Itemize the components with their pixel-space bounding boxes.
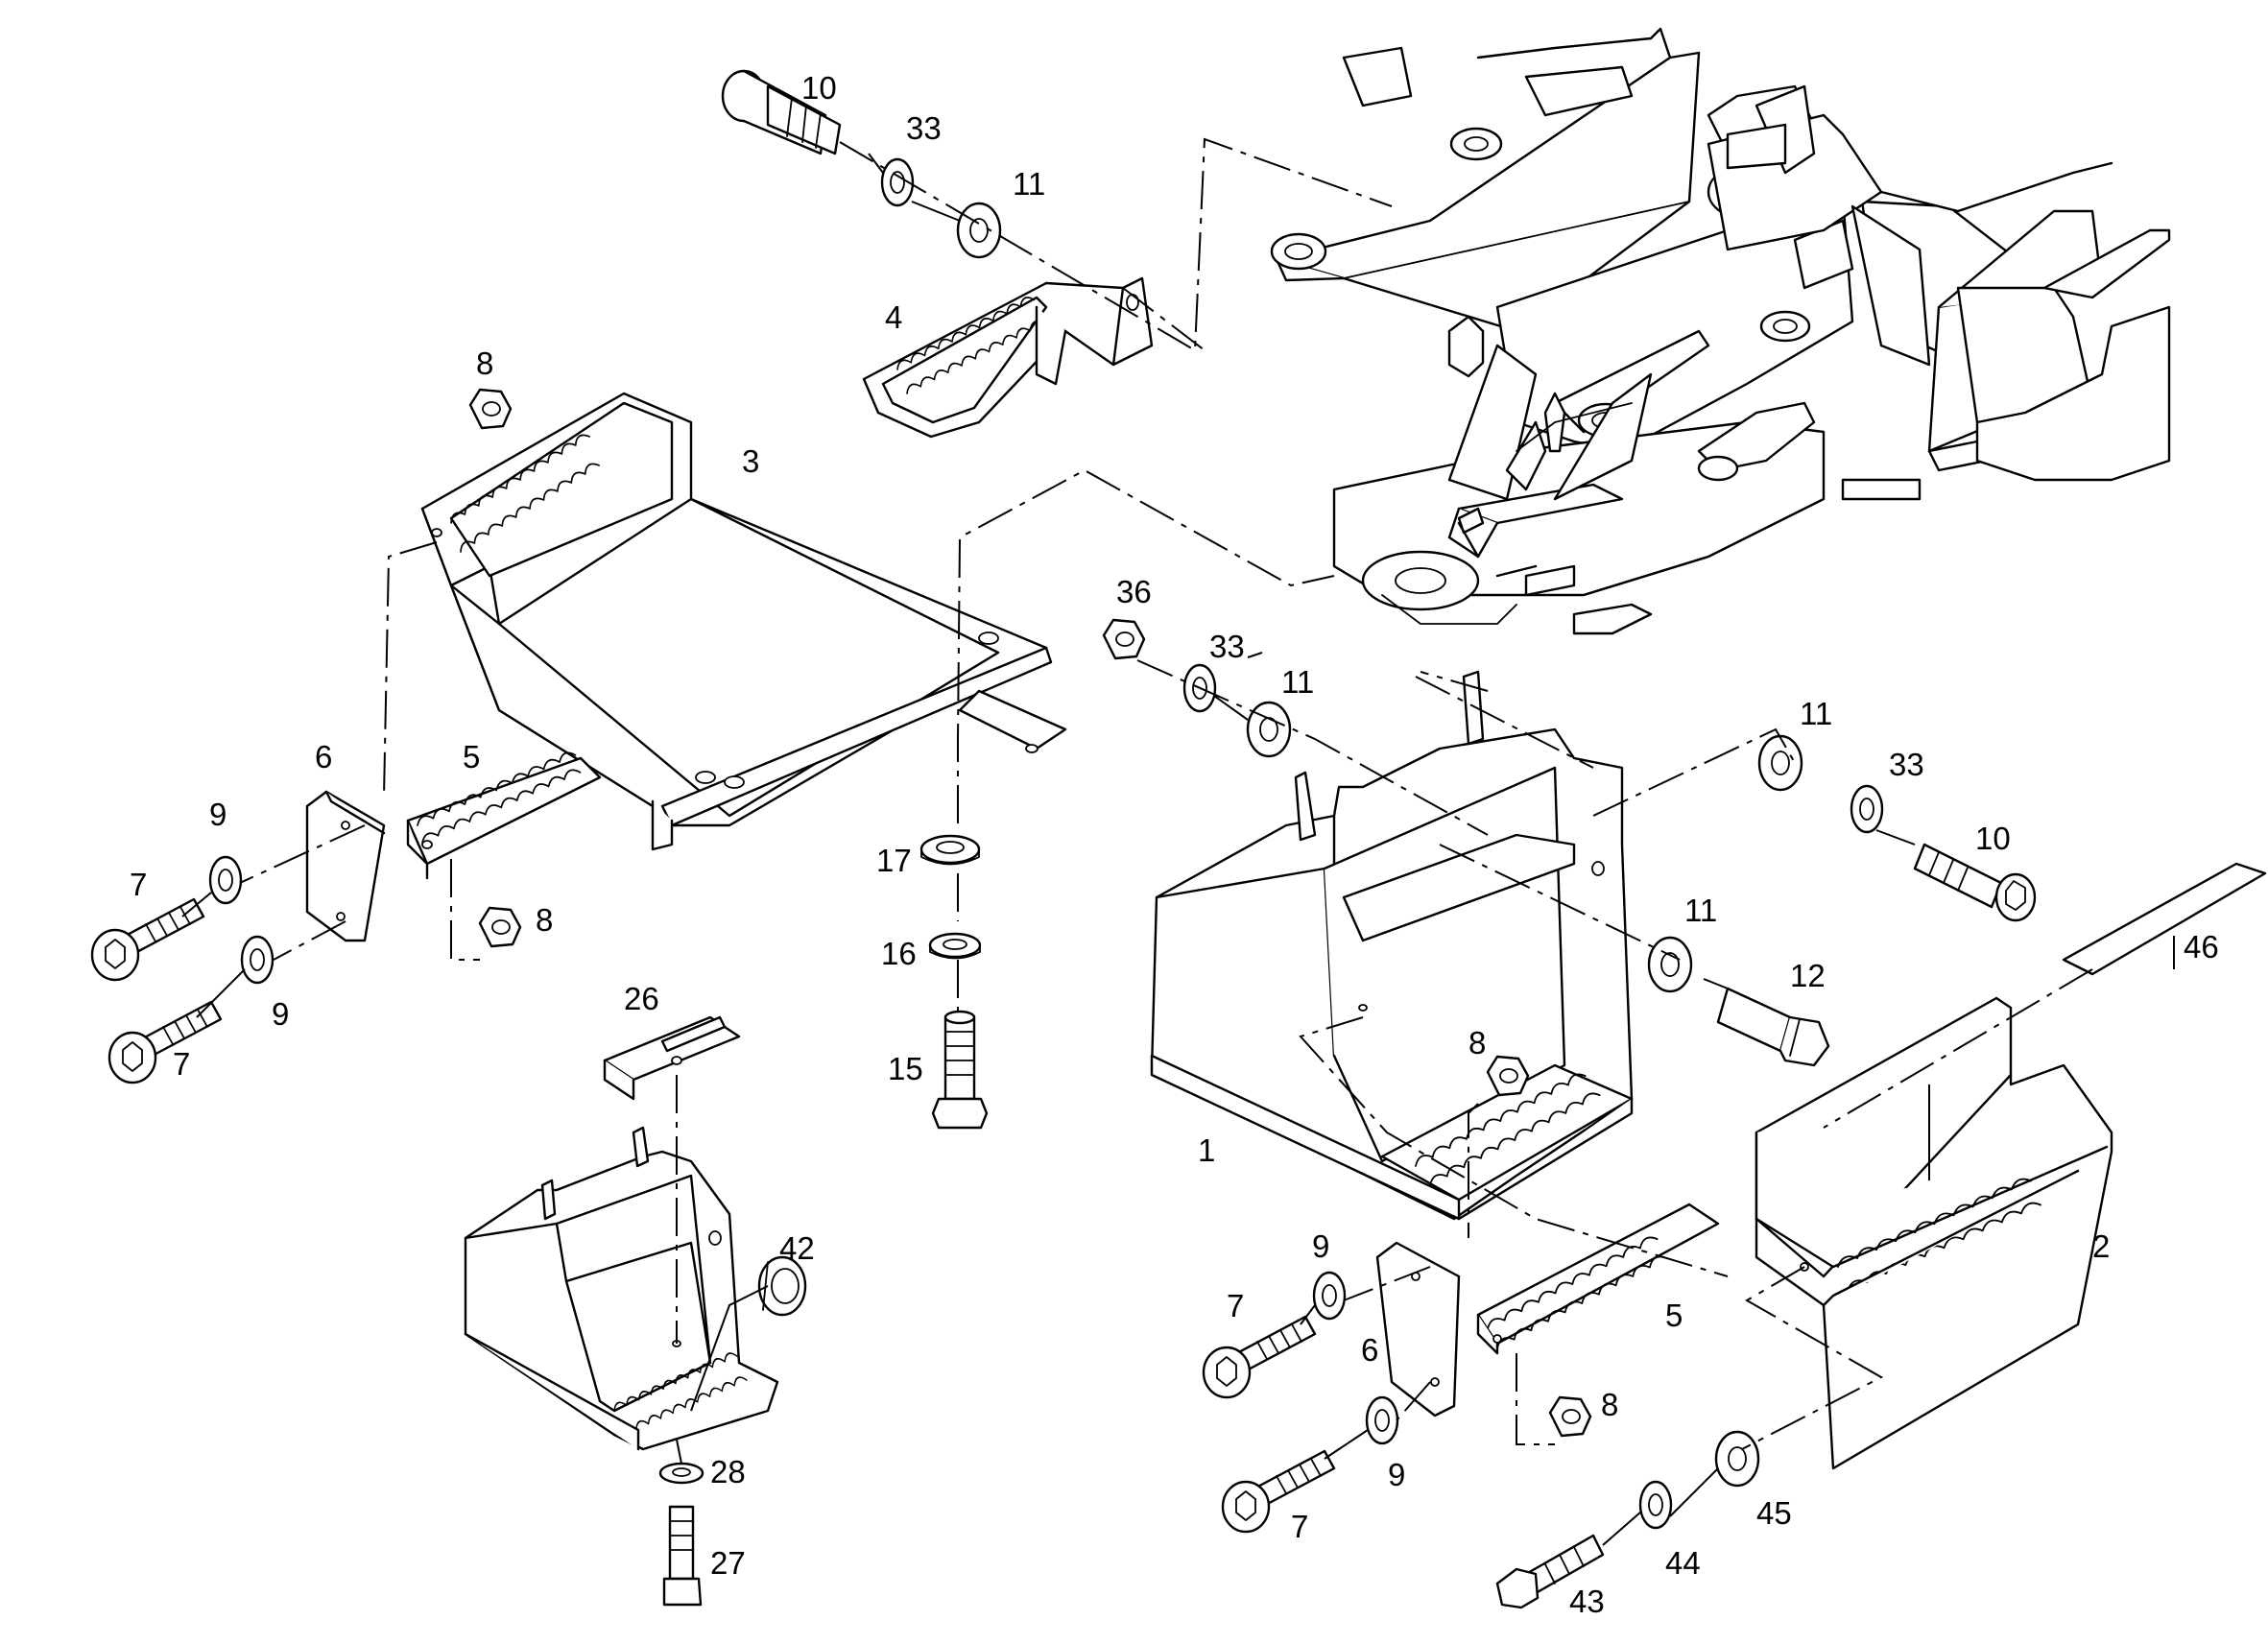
part-44-washer bbox=[1638, 1480, 1673, 1530]
callout-7-left-lower: 7 bbox=[173, 1046, 190, 1082]
callout-3: 3 bbox=[742, 443, 759, 479]
callout-45: 45 bbox=[1756, 1495, 1792, 1531]
callout-1: 1 bbox=[1198, 1132, 1215, 1168]
callout-26: 26 bbox=[624, 981, 659, 1016]
part-28-washer bbox=[658, 1462, 704, 1485]
callout-8-right: 8 bbox=[1601, 1387, 1618, 1422]
part-16-washer bbox=[928, 932, 982, 960]
part-36-nut bbox=[1102, 618, 1146, 660]
callout-12: 12 bbox=[1790, 958, 1826, 993]
callout-27: 27 bbox=[710, 1545, 746, 1581]
callout-7-left-upper: 7 bbox=[130, 867, 147, 902]
callout-5-right: 5 bbox=[1665, 1298, 1683, 1333]
part-5-step-left bbox=[406, 749, 602, 880]
part-15-bolt bbox=[931, 1010, 989, 1130]
part-7-screw-right-lower bbox=[1221, 1449, 1336, 1534]
callout-11-box1: 11 bbox=[1684, 893, 1717, 928]
part-17-washer bbox=[919, 834, 981, 866]
part-6-plate-left bbox=[305, 790, 386, 942]
part-9-washer-right-upper bbox=[1312, 1271, 1347, 1321]
callout-8-top: 8 bbox=[476, 345, 493, 381]
leader-lines bbox=[181, 137, 2175, 1546]
part-2-box bbox=[1755, 996, 2113, 1470]
part-7-screw-left-upper bbox=[90, 897, 205, 982]
callout-10-top: 10 bbox=[801, 70, 837, 106]
part-11-washer-mid bbox=[1246, 701, 1292, 758]
callout-43: 43 bbox=[1569, 1584, 1605, 1619]
callout-36: 36 bbox=[1116, 574, 1152, 609]
callout-9-left-upper: 9 bbox=[209, 797, 227, 832]
callout-6-left: 6 bbox=[315, 739, 332, 774]
part-1-box bbox=[1150, 670, 1634, 1221]
callout-5-left: 5 bbox=[463, 739, 480, 774]
part-45-washer bbox=[1714, 1430, 1760, 1488]
part-8-nut-left bbox=[478, 906, 522, 948]
part-4-step bbox=[862, 276, 1154, 439]
callout-9-right-upper: 9 bbox=[1312, 1228, 1329, 1264]
part-7-screw-right-upper bbox=[1202, 1315, 1317, 1399]
part-6-plate-right bbox=[1375, 1241, 1461, 1418]
callout-6-right: 6 bbox=[1361, 1332, 1378, 1368]
part-3-step bbox=[420, 392, 1067, 851]
part-10-bolt-right bbox=[1913, 843, 2037, 922]
callout-16: 16 bbox=[881, 936, 917, 971]
part-33-washer-right bbox=[1850, 784, 1884, 834]
callout-11-right: 11 bbox=[1800, 696, 1832, 731]
callout-46: 46 bbox=[2184, 929, 2219, 965]
callout-4: 4 bbox=[885, 299, 902, 335]
callout-42: 42 bbox=[779, 1230, 815, 1266]
chassis-frame bbox=[1270, 27, 2171, 635]
part-46-strip bbox=[2062, 862, 2267, 976]
part-5-step-right bbox=[1476, 1203, 1720, 1355]
part-27-bolt bbox=[662, 1505, 703, 1607]
callout-2: 2 bbox=[2092, 1228, 2110, 1264]
callout-9-left-lower: 9 bbox=[272, 996, 289, 1032]
callout-17: 17 bbox=[876, 843, 912, 878]
callout-8-center: 8 bbox=[1468, 1025, 1486, 1060]
callouts: 10 33 11 4 8 3 36 33 11 11 33 10 6 5 9 7… bbox=[130, 70, 2219, 1619]
part-8-nut-right bbox=[1548, 1395, 1592, 1438]
part-42-grommet bbox=[757, 1255, 807, 1317]
callout-10-right: 10 bbox=[1975, 821, 2011, 856]
part-9-washer-right-lower bbox=[1365, 1395, 1399, 1445]
part-7-screw-left-lower bbox=[107, 1000, 223, 1084]
part-11-washer-right bbox=[1757, 734, 1803, 792]
callout-11-mid: 11 bbox=[1281, 664, 1314, 700]
callout-33-right: 33 bbox=[1889, 747, 1924, 782]
callout-33-top: 33 bbox=[906, 110, 942, 146]
part-9-washer-left-lower bbox=[240, 935, 275, 985]
callout-8-left: 8 bbox=[536, 902, 553, 938]
part-26-clip bbox=[603, 1015, 741, 1101]
part-11-washer-box1 bbox=[1647, 936, 1693, 993]
callout-44: 44 bbox=[1665, 1545, 1701, 1581]
part-8-nut-top bbox=[468, 388, 513, 430]
callout-7-right-lower: 7 bbox=[1291, 1509, 1308, 1544]
callout-11-top: 11 bbox=[1013, 166, 1045, 202]
part-12-bolt bbox=[1716, 987, 1830, 1067]
small-box-assembly bbox=[464, 1126, 779, 1451]
part-11-washer-top bbox=[956, 202, 1002, 259]
callout-9-right-lower: 9 bbox=[1388, 1457, 1405, 1492]
callout-15: 15 bbox=[888, 1051, 923, 1086]
part-43-bolt bbox=[1495, 1534, 1605, 1609]
callout-33-mid: 33 bbox=[1209, 629, 1245, 664]
part-9-washer-left-upper bbox=[208, 855, 243, 905]
callout-28: 28 bbox=[710, 1454, 746, 1489]
part-10-bolt-top bbox=[721, 69, 842, 155]
callout-7-right-upper: 7 bbox=[1227, 1288, 1244, 1323]
